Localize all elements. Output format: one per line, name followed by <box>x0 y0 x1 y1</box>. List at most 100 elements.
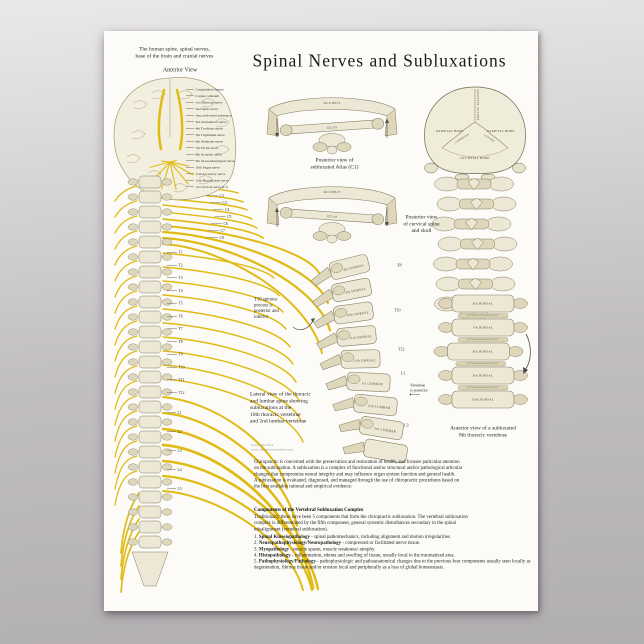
nerve-label: T1 <box>167 250 183 255</box>
note-line: is posterior <box>410 388 428 393</box>
note-pointer <box>409 392 420 396</box>
leader-line <box>167 366 177 368</box>
leader-line <box>167 303 177 304</box>
text-line: misalignment (vertebral subluxation). <box>254 526 328 532</box>
leader-line <box>167 469 176 470</box>
mastoid-right <box>512 162 526 174</box>
nerve-label: L1 <box>167 410 182 415</box>
leader-line <box>186 141 194 142</box>
leader-line <box>186 147 194 148</box>
caption-line: Posterior view of <box>315 157 354 163</box>
intro-line: base of the brain and cranial nerves <box>135 52 214 59</box>
component-item: 1. Spinal Kinesiopathology - spinal path… <box>254 534 452 540</box>
leader-line <box>167 252 177 253</box>
nerve-label: T12 <box>167 390 185 395</box>
nerve-label: 6th Abducent nerve <box>186 139 223 144</box>
leader-line <box>186 89 194 90</box>
leader-line <box>211 223 222 224</box>
leader-line <box>208 230 219 231</box>
caption-line: 10th thoracic vertebrae <box>250 411 301 418</box>
posterior-vertebrae-note: Vertebrae is posterior <box>409 383 446 396</box>
leader-line <box>167 328 177 330</box>
leader-line <box>186 95 194 96</box>
nerve-label: Corpus callosum <box>186 93 220 98</box>
leader-line <box>186 134 194 135</box>
nerve-label: T7 <box>167 326 183 332</box>
vertebra-body-label: 2nd LUMBAR <box>368 404 391 410</box>
nerve-label: 9th Glossopharyngeal nerve <box>186 158 235 163</box>
caption-line: of cervical spine <box>403 220 440 227</box>
leader-line <box>167 392 177 393</box>
annotation-line: process is <box>254 302 273 308</box>
nerve-label: Longitudinal fissure <box>186 87 224 92</box>
vertebra-body-label: 10th DORSAL <box>346 310 369 317</box>
vertebra-body-label: 8th DORSAL <box>343 263 364 272</box>
leader-line <box>167 450 176 451</box>
nerve-label: 7th Facial nerve <box>186 145 219 150</box>
nerve-label: 11th Accessory nerve <box>186 171 226 176</box>
nerve-label: C2 <box>207 193 224 198</box>
poster: Spinal Nerves and Subluxations The human… <box>104 31 538 611</box>
vertebra-body-label: 3rd LUMBAR <box>374 426 397 433</box>
component-item: 3. Myopathology - muscle spasm, muscle w… <box>254 546 376 552</box>
occiput-label: OCCIPUT <box>323 190 341 194</box>
atlas-label: ATLAS <box>326 125 337 130</box>
nerve-label: 1st Cervical nerve (C1) <box>186 184 229 189</box>
occipital-bone-label: OCCIPITAL BONE <box>460 156 489 160</box>
spine-and-brain-illustration <box>113 77 332 593</box>
cervical-spine-posterior-figure <box>431 176 518 321</box>
leader-line <box>214 216 226 217</box>
nerve-label: 4th Trochlear nerve <box>186 126 223 131</box>
component-item: 4. Histopathology - inflammation, edema … <box>254 552 455 558</box>
vertebra-body-label: 11th DORSAL <box>349 334 372 340</box>
nerve-label: T11 <box>167 377 185 383</box>
leader-line <box>167 354 177 355</box>
occiput-label: OCCIPUT <box>323 101 341 105</box>
nerve-label: 12th Hypoglossal nerve <box>186 178 229 183</box>
leader-line <box>167 341 177 342</box>
nerve-label: T3 <box>167 275 183 281</box>
text-line: on the subluxation. A subluxation is a c… <box>254 465 463 471</box>
leader-line <box>186 154 194 155</box>
nerve-label: C4 <box>212 207 230 212</box>
leader-line <box>207 237 218 238</box>
poster-content: Spinal Nerves and Subluxations The human… <box>104 31 538 611</box>
lambdoid-suture-left <box>441 121 476 149</box>
nerve-label: C8 <box>207 235 224 240</box>
leader-line <box>186 167 194 168</box>
components-paragraph: Traditionally there have been 5 componen… <box>254 514 538 532</box>
leader-line <box>167 379 177 381</box>
component-item: 5. Pathophysiology/Pathology - pathophys… <box>254 558 531 571</box>
caption-line: Anterior view of a subluxated <box>450 425 516 431</box>
nerve-label: L4 <box>167 467 182 472</box>
nerve-label: C5 <box>214 214 232 219</box>
text-line: Chiropractic is concerned with the prese… <box>254 459 460 465</box>
nerve-label: T5 <box>167 301 183 306</box>
nerve-label: C6 <box>211 221 228 226</box>
nerve-label: T9 <box>167 352 183 357</box>
anterior-view-label: Anterior View <box>162 66 198 73</box>
nerve-label: 1st Olfactory nerve <box>186 100 223 105</box>
thoracic-anterior-figure <box>433 294 531 409</box>
lambdoid-suture-right <box>474 121 509 149</box>
leader-line <box>210 202 221 203</box>
nerve-label: 5th Trigeminal nerve <box>186 132 225 137</box>
caption-line: subluxated Atlas (C1) <box>310 163 359 170</box>
caption-line: and lumbar spine showing <box>250 397 308 404</box>
leader-line <box>186 180 194 181</box>
caption-line: Lateral view of the thoracic <box>250 391 311 397</box>
leader-line <box>186 186 194 187</box>
leader-line <box>212 209 224 210</box>
caption-line: and 2nd lumbar vertebrae <box>250 418 307 424</box>
text-line: Traditionally there have been 5 componen… <box>254 514 468 520</box>
parietal-bone-left-label: PARIETAL BONE <box>436 129 463 133</box>
sagittal-suture-label: SAGITTAL SUTURE <box>476 89 480 120</box>
vertebra-body-label: 12th DORSAL <box>353 358 376 362</box>
